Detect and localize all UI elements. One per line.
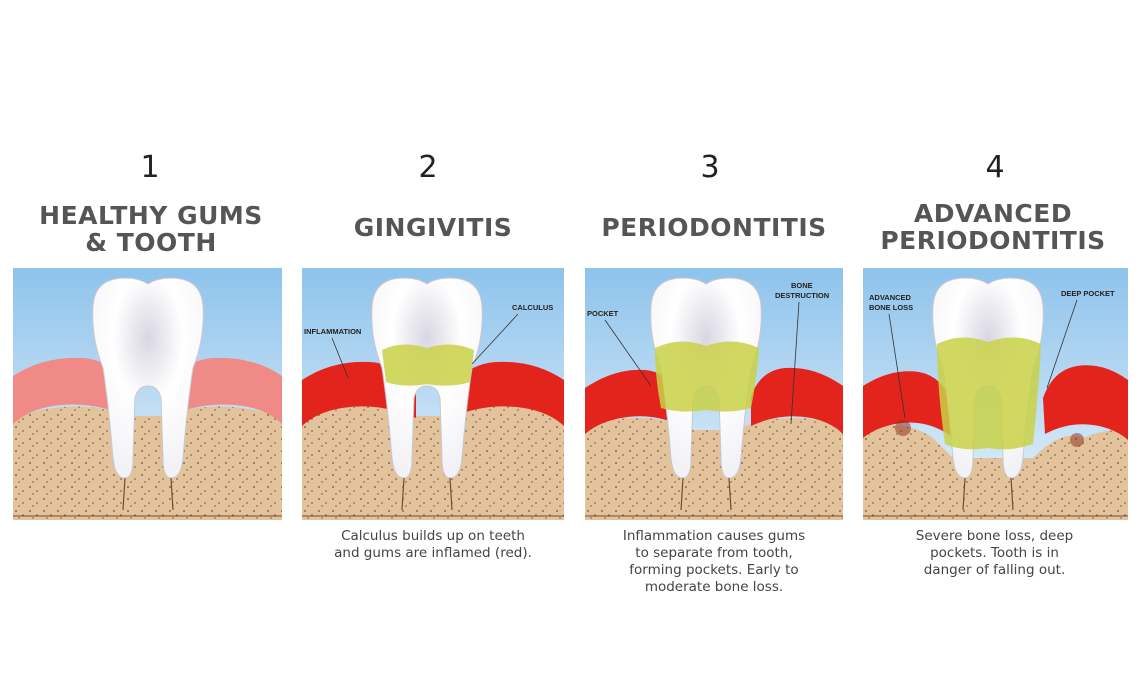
- stage-3-caption-line-3: forming pockets. Early to: [629, 562, 799, 578]
- stage-1-illustration: [13, 268, 282, 520]
- stage-3-title-line1: PERIODONTITIS: [601, 213, 827, 242]
- tooth: [92, 277, 204, 479]
- root-nerve: [122, 477, 174, 511]
- healthy-gum-left: [13, 357, 131, 424]
- stage-4-illustration: ADVANCED BONE LOSS DEEP POCKET: [863, 268, 1128, 520]
- inflamed-gum-left: [585, 369, 681, 434]
- stage-4-title-line1: ADVANCED: [913, 199, 1073, 228]
- stage-2-caption-line-2: and gums are inflamed (red).: [334, 545, 532, 561]
- inflamed-gum-right: [751, 367, 843, 434]
- stage-4-title: ADVANCED PERIODONTITIS: [862, 200, 1124, 254]
- label-destruction: DESTRUCTION: [775, 291, 829, 300]
- stage-2-illustration: INFLAMMATION CALCULUS: [302, 268, 564, 520]
- stage-2-title-line1: GINGIVITIS: [353, 213, 513, 242]
- stage-3-caption-line-4: moderate bone loss.: [644, 579, 784, 595]
- stage-1-number: 1: [140, 150, 160, 185]
- stage-4-caption-line-2: pockets. Tooth is in: [930, 545, 1059, 561]
- inflamed-gum-right: [1043, 365, 1128, 440]
- label-inflammation: INFLAMMATION: [304, 327, 361, 336]
- stage-2-caption: Calculus builds up on teeth and gums are…: [302, 528, 564, 562]
- stage-4-caption-line-3: danger of falling out.: [923, 562, 1066, 578]
- stage-4-title-line2: PERIODONTITIS: [880, 226, 1106, 255]
- label-calculus: CALCULUS: [512, 303, 553, 312]
- stage-3-title: PERIODONTITIS: [583, 214, 845, 241]
- stage-2-title: GINGIVITIS: [302, 214, 564, 241]
- stage-3-caption-line-1: Inflammation causes gums: [622, 528, 806, 544]
- stage-1-title-line2: & TOOTH: [85, 228, 217, 257]
- calculus-deposit: [382, 344, 474, 386]
- stage-3-caption: Inflammation causes gums to separate fro…: [583, 528, 845, 596]
- stage-3-illustration: POCKET BONE DESTRUCTION: [585, 268, 843, 520]
- healthy-gum-right: [165, 357, 282, 424]
- calculus-deposit: [655, 341, 759, 412]
- label-advanced: ADVANCED: [869, 293, 912, 302]
- label-bone: BONE: [791, 281, 813, 290]
- label-deep-pocket: DEEP POCKET: [1061, 289, 1115, 298]
- stage-4-caption: Severe bone loss, deep pockets. Tooth is…: [862, 528, 1127, 579]
- stage-3-number: 3: [700, 150, 720, 185]
- inflamed-gum-right: [450, 361, 564, 426]
- inflamed-gum-left: [863, 371, 951, 438]
- stage-2-number: 2: [418, 150, 438, 185]
- calculus-deposit: [937, 337, 1041, 450]
- label-pocket: POCKET: [587, 309, 619, 318]
- stage-4-caption-line-1: Severe bone loss, deep: [915, 528, 1074, 544]
- stage-4-number: 4: [985, 150, 1005, 185]
- bone: [13, 406, 282, 520]
- label-bone-loss: BONE LOSS: [869, 303, 913, 312]
- stage-2-caption-line-1: Calculus builds up on teeth: [341, 528, 525, 544]
- stage-1-title-line1: HEALTHY GUMS: [39, 201, 263, 230]
- stage-1-title: HEALTHY GUMS & TOOTH: [20, 202, 282, 256]
- stage-3-caption-line-2: to separate from tooth,: [635, 545, 793, 561]
